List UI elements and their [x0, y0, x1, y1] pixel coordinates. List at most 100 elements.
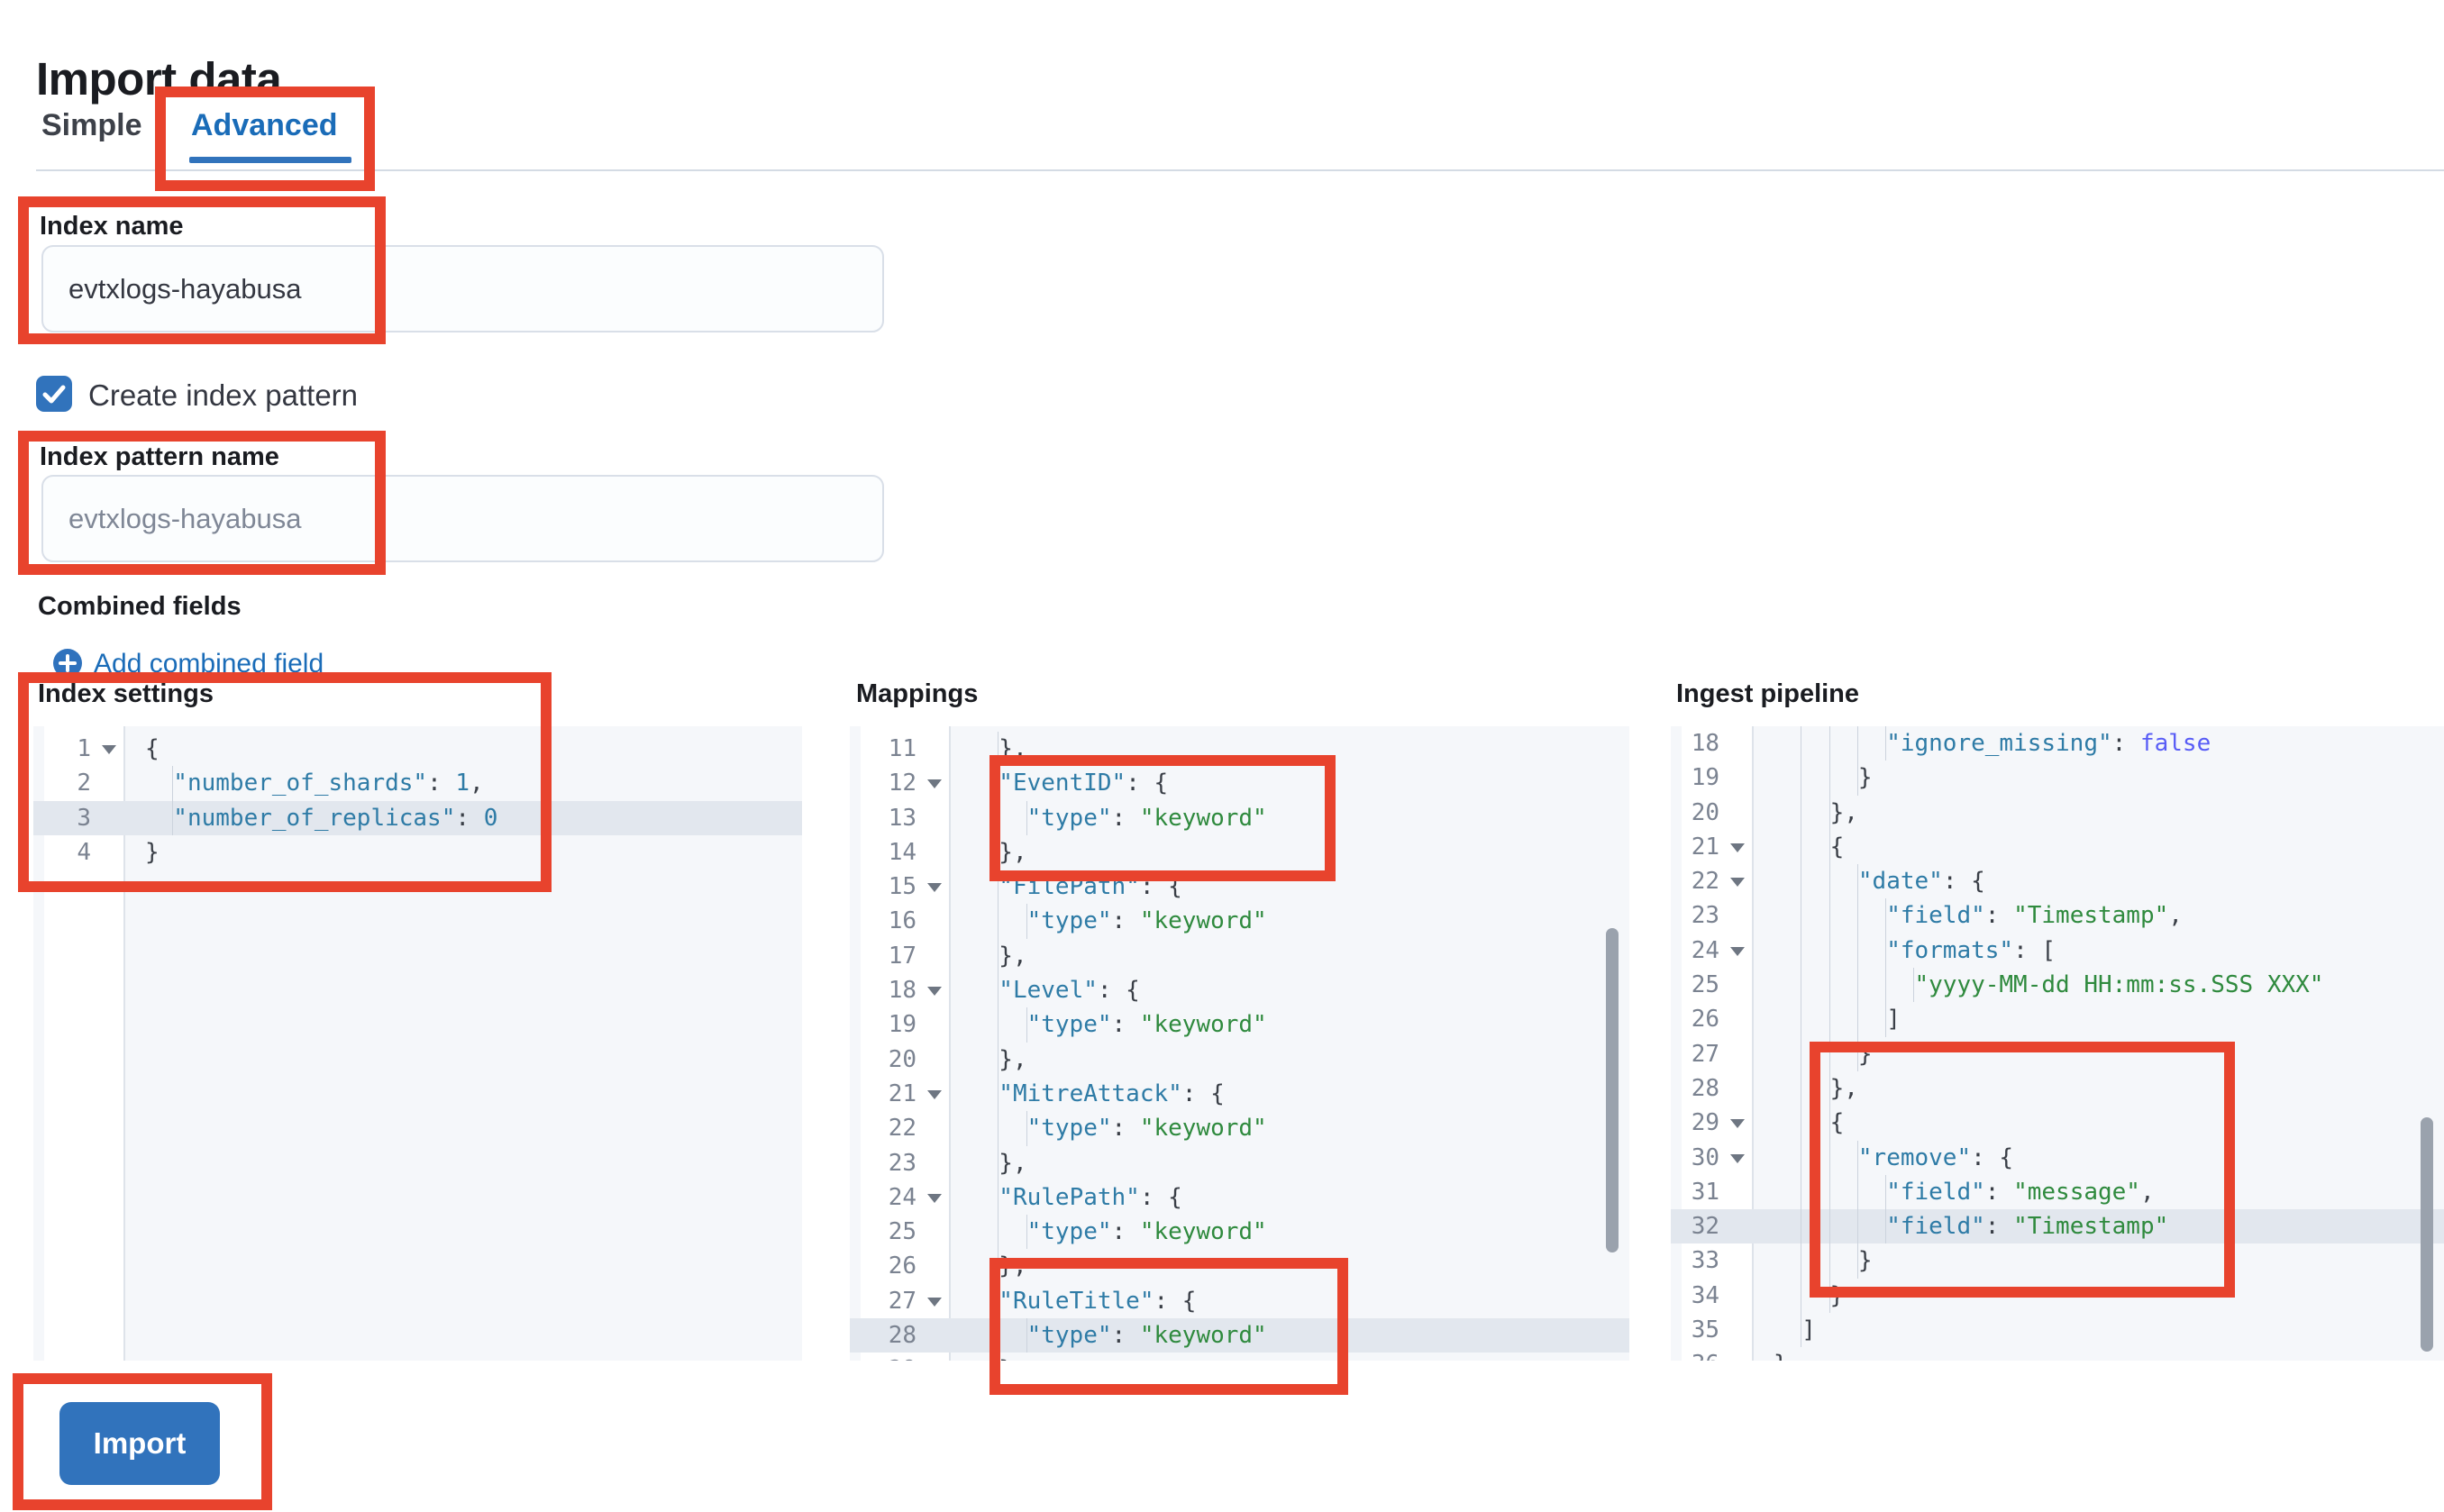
code-line[interactable]: 36} [1671, 1347, 2444, 1361]
fold-caret-icon[interactable] [102, 745, 116, 754]
fold-caret-icon[interactable] [927, 987, 942, 997]
code-line[interactable]: 2"number_of_shards": 1, [33, 766, 802, 801]
line-number: 16 [888, 907, 916, 935]
mappings-label: Mappings [856, 679, 979, 708]
code-line[interactable]: 4} [33, 835, 802, 870]
code-line[interactable]: 26}, [850, 1249, 1629, 1284]
code-line[interactable]: 15"FilePath": { [850, 870, 1629, 905]
line-number: 22 [888, 1115, 916, 1143]
code-line[interactable]: 19"type": "keyword" [850, 1007, 1629, 1043]
index-name-input[interactable] [41, 245, 884, 332]
index-pattern-name-input[interactable] [41, 475, 884, 562]
line-number: 13 [888, 804, 916, 832]
code-line[interactable]: 35] [1671, 1313, 2444, 1348]
import-button[interactable]: Import [59, 1402, 220, 1485]
code-line[interactable]: 33} [1671, 1243, 2444, 1279]
fold-caret-icon[interactable] [1730, 1153, 1745, 1163]
code-line[interactable]: 23"field": "Timestamp", [1671, 898, 2444, 934]
code-line[interactable]: 19} [1671, 761, 2444, 796]
index-name-label: Index name [40, 212, 184, 241]
index-pattern-name-label: Index pattern name [40, 442, 279, 471]
line-number: 31 [1691, 1178, 1719, 1206]
fold-caret-icon[interactable] [1730, 946, 1745, 956]
line-number: 20 [888, 1045, 916, 1073]
line-number: 32 [1691, 1213, 1719, 1241]
line-number: 21 [1671, 830, 1752, 864]
add-combined-field-link[interactable]: Add combined field [94, 649, 324, 679]
code-line[interactable]: 23}, [850, 1145, 1629, 1180]
code-line[interactable]: 3"number_of_replicas": 0 [33, 800, 802, 835]
line-number: 20 [1691, 798, 1719, 826]
line-number: 28 [1691, 1074, 1719, 1102]
code-line[interactable]: 29{ [1671, 1106, 2444, 1141]
code-line[interactable]: 11}, [850, 732, 1629, 767]
fold-caret-icon[interactable] [1730, 1119, 1745, 1129]
line-number: 23 [888, 1149, 916, 1177]
code-line[interactable]: 21{ [1671, 829, 2444, 865]
line-number: 12 [850, 766, 949, 800]
code-line[interactable]: 25"type": "keyword" [850, 1215, 1629, 1250]
code-line[interactable]: 25"yyyy-MM-dd HH:mm:ss.SSS XXX" [1671, 968, 2444, 1003]
code-line[interactable]: 22"type": "keyword" [850, 1111, 1629, 1146]
line-number: 36 [1671, 1347, 1752, 1361]
tabs-divider [36, 169, 2444, 171]
create-index-pattern-checkbox[interactable] [36, 376, 72, 412]
code-line[interactable]: 12"EventID": { [850, 766, 1629, 801]
line-number: 26 [888, 1252, 916, 1280]
line-number: 21 [850, 1077, 949, 1111]
line-number: 27 [1691, 1040, 1719, 1068]
fold-caret-icon[interactable] [1730, 878, 1745, 888]
code-line[interactable]: 27"RuleTitle": { [850, 1283, 1629, 1319]
code-line[interactable]: 18"ignore_missing": false [1671, 726, 2444, 761]
code-line[interactable]: 24"formats": [ [1671, 933, 2444, 969]
fold-caret-icon[interactable] [927, 883, 942, 893]
code-line[interactable]: 14}, [850, 834, 1629, 870]
code-line[interactable]: 26] [1671, 1002, 2444, 1037]
create-index-pattern-label: Create index pattern [88, 378, 359, 412]
fold-caret-icon[interactable] [1730, 843, 1745, 852]
tab-simple[interactable]: Simple [41, 108, 142, 142]
vertical-scrollbar[interactable] [2421, 1117, 2433, 1352]
line-number: 18 [1691, 730, 1719, 757]
tab-advanced[interactable]: Advanced [191, 108, 338, 142]
line-number: 26 [1691, 1006, 1719, 1034]
line-number: 11 [888, 735, 916, 762]
code-line[interactable]: 17}, [850, 938, 1629, 974]
fold-caret-icon[interactable] [927, 1193, 942, 1203]
vertical-scrollbar[interactable] [1606, 928, 1619, 1252]
line-number: 14 [888, 838, 916, 866]
code-line[interactable]: 13"type": "keyword" [850, 800, 1629, 835]
plus-circle-icon[interactable] [52, 648, 83, 679]
mappings-editor[interactable]: 11},12"EventID": {13"type": "keyword"14}… [850, 726, 1629, 1361]
code-line[interactable]: 20}, [850, 1042, 1629, 1077]
line-number: 25 [1691, 971, 1719, 999]
line-number: 35 [1691, 1316, 1719, 1344]
code-line[interactable]: 30"remove": { [1671, 1140, 2444, 1175]
line-number: 15 [850, 870, 949, 904]
code-line[interactable]: 18"Level": { [850, 973, 1629, 1008]
line-number: 27 [850, 1284, 949, 1318]
code-line[interactable]: 29}, [850, 1353, 1629, 1361]
code-line[interactable]: 34} [1671, 1278, 2444, 1314]
code-line[interactable]: 27} [1671, 1036, 2444, 1071]
code-line[interactable]: 31"field": "message", [1671, 1174, 2444, 1210]
code-line[interactable]: 22"date": { [1671, 864, 2444, 899]
line-number: 3 [77, 804, 91, 832]
code-line[interactable]: 1{ [33, 732, 802, 766]
code-line[interactable]: 28"type": "keyword" [850, 1318, 1629, 1353]
code-line[interactable]: 28}, [1671, 1070, 2444, 1107]
fold-caret-icon[interactable] [927, 1297, 942, 1307]
code-line[interactable]: 16"type": "keyword" [850, 904, 1629, 939]
fold-caret-icon[interactable] [927, 779, 942, 789]
line-number: 25 [888, 1218, 916, 1246]
code-line[interactable]: 21"MitreAttack": { [850, 1076, 1629, 1112]
code-line[interactable]: 32"field": "Timestamp" [1671, 1209, 2444, 1244]
code-line[interactable]: 20}, [1671, 795, 2444, 830]
code-line[interactable]: 24"RulePath": { [850, 1180, 1629, 1216]
line-number: 19 [1691, 764, 1719, 792]
index-settings-editor[interactable]: 1{2"number_of_shards": 1,3"number_of_rep… [33, 726, 802, 1361]
fold-caret-icon[interactable] [927, 1089, 942, 1099]
ingest-pipeline-label: Ingest pipeline [1676, 679, 1860, 708]
line-number: 17 [888, 942, 916, 970]
